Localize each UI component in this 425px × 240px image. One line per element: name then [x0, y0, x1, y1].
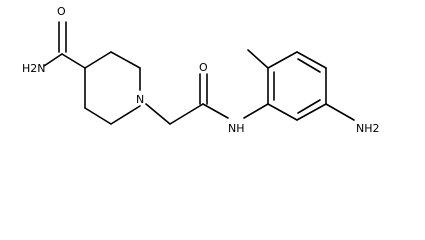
bond-ar-3-inner — [297, 58, 321, 73]
bond-carbonyl-nh — [202, 103, 229, 119]
molecule-drawing: H2N O N O NH NH2 — [22, 5, 380, 135]
bond-pip-2 — [110, 51, 141, 69]
label-linker-oxygen: O — [199, 61, 208, 74]
label-aryl-nh2: NH2 — [356, 122, 380, 135]
bond-pip-4 — [110, 105, 141, 125]
label-amide-nh2: H2N — [22, 62, 46, 75]
structure-diagram: H2N O N O NH NH2 — [22, 5, 380, 135]
bond-pip-1 — [84, 51, 112, 69]
bond-pip-5 — [84, 107, 112, 125]
bond-ar-5 — [296, 103, 327, 121]
label-ring-nitrogen: N — [136, 93, 144, 106]
bond-n-ch2 — [145, 103, 171, 125]
bond-nh-aryl — [243, 103, 269, 119]
label-amide-oxygen: O — [57, 5, 66, 18]
bond-ar-2 — [267, 51, 298, 69]
bond-methyl — [247, 49, 269, 69]
bond-c4-carbonyl — [61, 53, 86, 69]
bond-ch2-carbonyl — [169, 103, 204, 125]
bond-ar-nh2 — [325, 103, 355, 121]
label-amide-nh: NH — [228, 122, 245, 135]
bond-ar-6 — [267, 103, 298, 121]
bond-ar-3 — [296, 51, 327, 69]
bond-carbonyl-nh2 — [43, 53, 63, 67]
bond-ar-5-inner — [297, 99, 321, 114]
